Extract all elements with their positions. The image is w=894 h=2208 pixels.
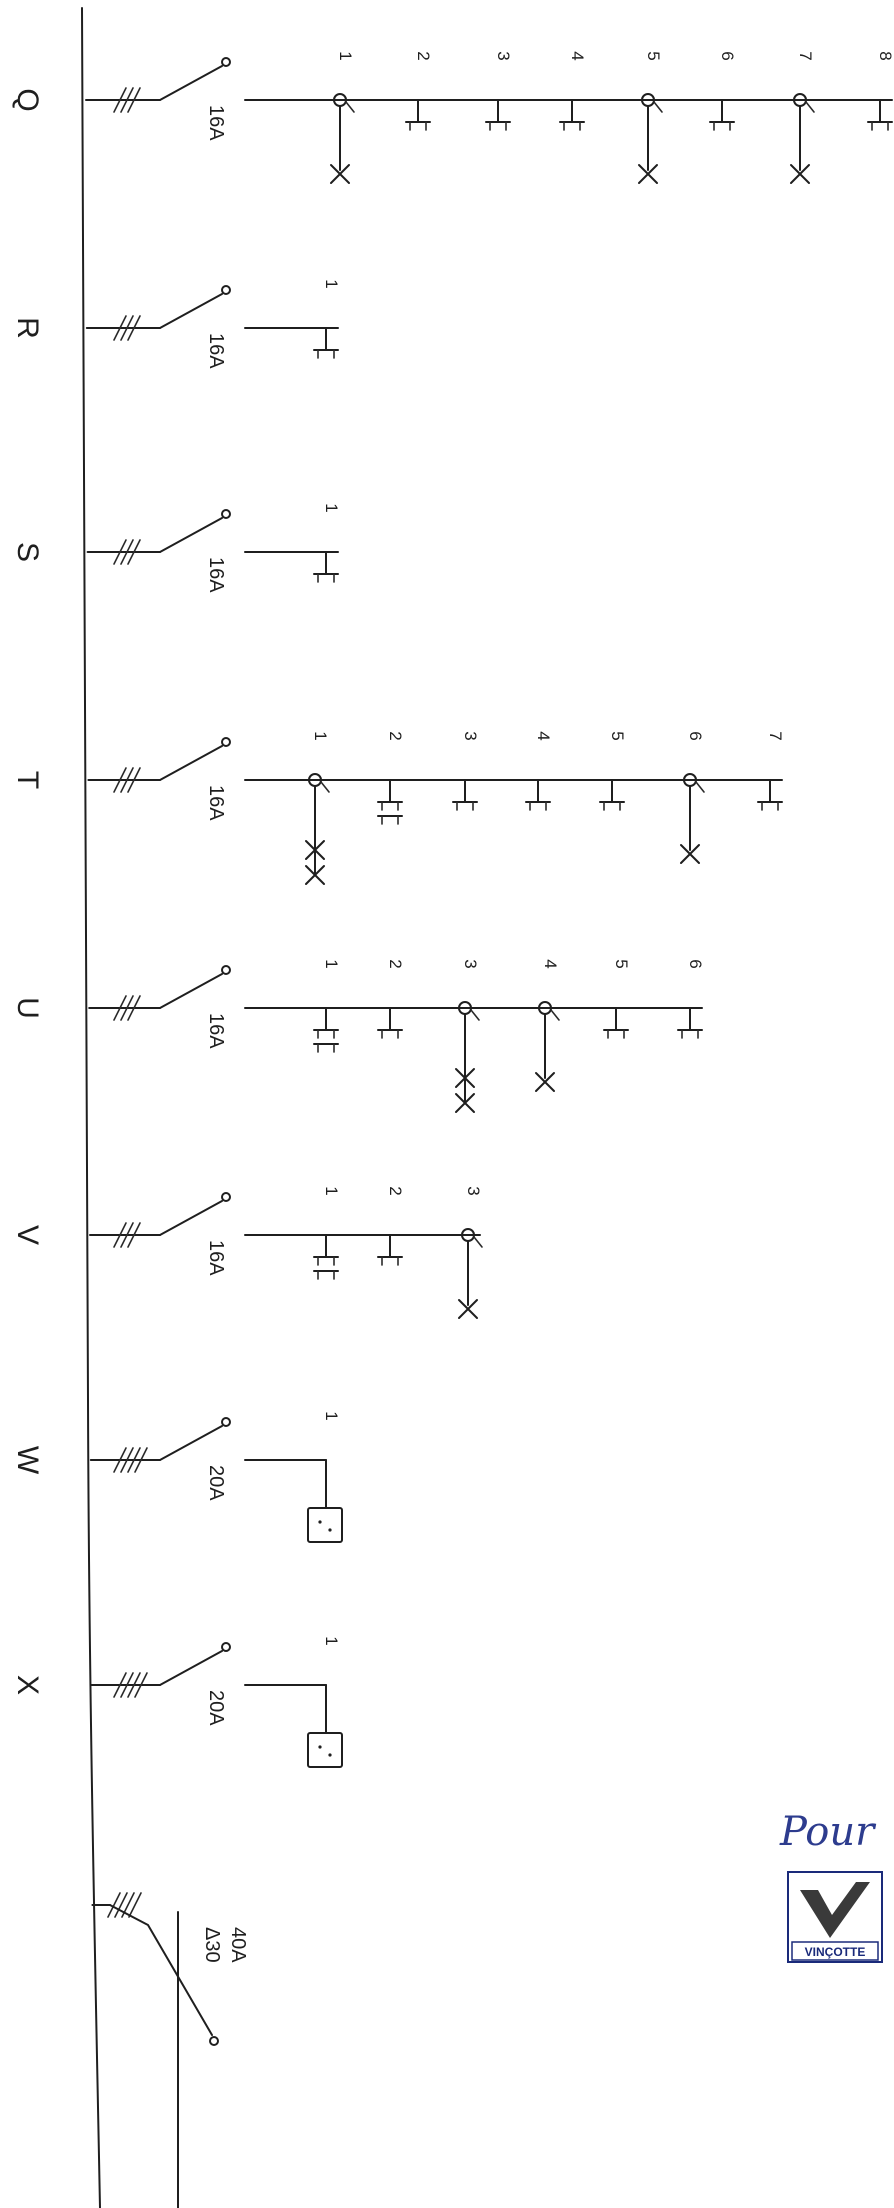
point-number: 1 [336, 51, 355, 60]
point-number: 2 [386, 731, 405, 740]
breaker-icon [221, 285, 231, 295]
point-number: 2 [386, 1186, 405, 1195]
point-number: 6 [686, 959, 705, 968]
breaker-icon [221, 1417, 231, 1427]
circuit-label: R [11, 317, 44, 339]
point-number: 6 [718, 51, 737, 60]
circuit-x: X 20A 1 [11, 1636, 343, 1768]
breaker-rating: 16A [205, 105, 227, 141]
checkmark-logo-icon [800, 1882, 870, 1938]
point-number: 5 [644, 51, 663, 60]
point-number: 3 [494, 51, 513, 60]
point-number: 3 [461, 959, 480, 968]
point-number: 2 [386, 959, 405, 968]
junction-box-icon [307, 1684, 343, 1768]
light-point-icon [790, 93, 815, 184]
light-point-icon [638, 93, 663, 184]
stamp-label: VINÇOTTE [805, 1945, 866, 1959]
breaker-icon [221, 737, 231, 747]
socket-outlet-icon [757, 779, 783, 811]
point-number: 7 [796, 51, 815, 60]
breaker-icon [221, 57, 231, 67]
circuit-label: Q [11, 88, 44, 111]
socket-outlet-icon [525, 779, 551, 811]
point-number: 7 [766, 731, 785, 740]
point-number: 3 [464, 1186, 483, 1195]
point-number: 1 [322, 959, 341, 968]
point-number: 8 [876, 51, 894, 60]
point-number: 4 [534, 731, 553, 740]
main-rating: 40A [227, 1927, 249, 1963]
circuit-q: Q 16A 1 2 3 4 5 6 7 8 [11, 51, 894, 184]
light-point-icon [455, 1001, 480, 1113]
breaker-icon [221, 1642, 231, 1652]
socket-outlet-icon [599, 779, 625, 811]
signature: Pour [779, 1809, 877, 1855]
socket-outlet-icon [677, 1007, 703, 1039]
point-number: 1 [322, 279, 341, 288]
point-number: 5 [612, 959, 631, 968]
socket-outlet-icon [867, 99, 893, 131]
socket-outlet-icon [313, 551, 339, 583]
breaker-rating: 16A [205, 557, 227, 593]
point-number: 4 [541, 959, 560, 968]
socket-outlet-icon [313, 1007, 339, 1053]
circuit-label: X [11, 1675, 44, 1695]
socket-outlet-icon [405, 99, 431, 131]
circuit-label: U [11, 997, 44, 1019]
breaker-icon [221, 509, 231, 519]
circuit-label: T [11, 771, 44, 789]
point-number: 3 [461, 731, 480, 740]
vincotte-stamp: VINÇOTTE [787, 1871, 883, 1963]
point-number: 1 [311, 731, 330, 740]
breaker-rating: 20A [205, 1465, 227, 1501]
circuit-label: W [11, 1446, 44, 1475]
circuit-u: U 16A 1 2 3 4 5 6 [11, 959, 705, 1113]
socket-outlet-icon [377, 1234, 403, 1266]
socket-outlet-icon [603, 1007, 629, 1039]
point-number: 6 [686, 731, 705, 740]
socket-outlet-icon [485, 99, 511, 131]
point-number: 4 [568, 51, 587, 60]
rcd-icon [209, 2036, 219, 2046]
point-number: 5 [608, 731, 627, 740]
point-number: 1 [322, 1411, 341, 1420]
breaker-rating: 16A [205, 785, 227, 821]
circuit-label: S [11, 542, 44, 562]
circuit-v: V 16A 1 2 3 [11, 1186, 483, 1319]
socket-outlet-icon [377, 1007, 403, 1039]
breaker-rating: 16A [205, 333, 227, 369]
socket-outlet-icon [452, 779, 478, 811]
circuit-label: V [11, 1225, 44, 1245]
light-point-icon [535, 1001, 560, 1092]
socket-outlet-icon [313, 1234, 339, 1280]
socket-outlet-icon [377, 779, 403, 825]
light-point-icon [458, 1228, 483, 1319]
breaker-rating: 20A [205, 1690, 227, 1726]
circuit-w: W 20A 1 [11, 1411, 343, 1543]
main-busbar [81, 7, 101, 2208]
breaker-icon [221, 965, 231, 975]
point-number: 2 [414, 51, 433, 60]
rcd-sensitivity: Δ30 [201, 1927, 223, 1963]
circuit-t: T 16A 1 2 3 4 5 6 7 [11, 731, 785, 885]
light-point-icon [330, 93, 355, 184]
breaker-icon [221, 1192, 231, 1202]
breaker-rating: 16A [205, 1240, 227, 1276]
light-point-icon [305, 773, 330, 885]
light-point-icon [680, 773, 705, 864]
socket-outlet-icon [709, 99, 735, 131]
circuit-r: R 16A 1 [11, 279, 341, 369]
circuit-s: S 16A 1 [11, 503, 341, 593]
junction-box-icon [307, 1459, 343, 1543]
point-number: 1 [322, 503, 341, 512]
point-number: 1 [322, 1636, 341, 1645]
point-number: 1 [322, 1186, 341, 1195]
breaker-rating: 16A [205, 1013, 227, 1049]
socket-outlet-icon [559, 99, 585, 131]
socket-outlet-icon [313, 327, 339, 359]
